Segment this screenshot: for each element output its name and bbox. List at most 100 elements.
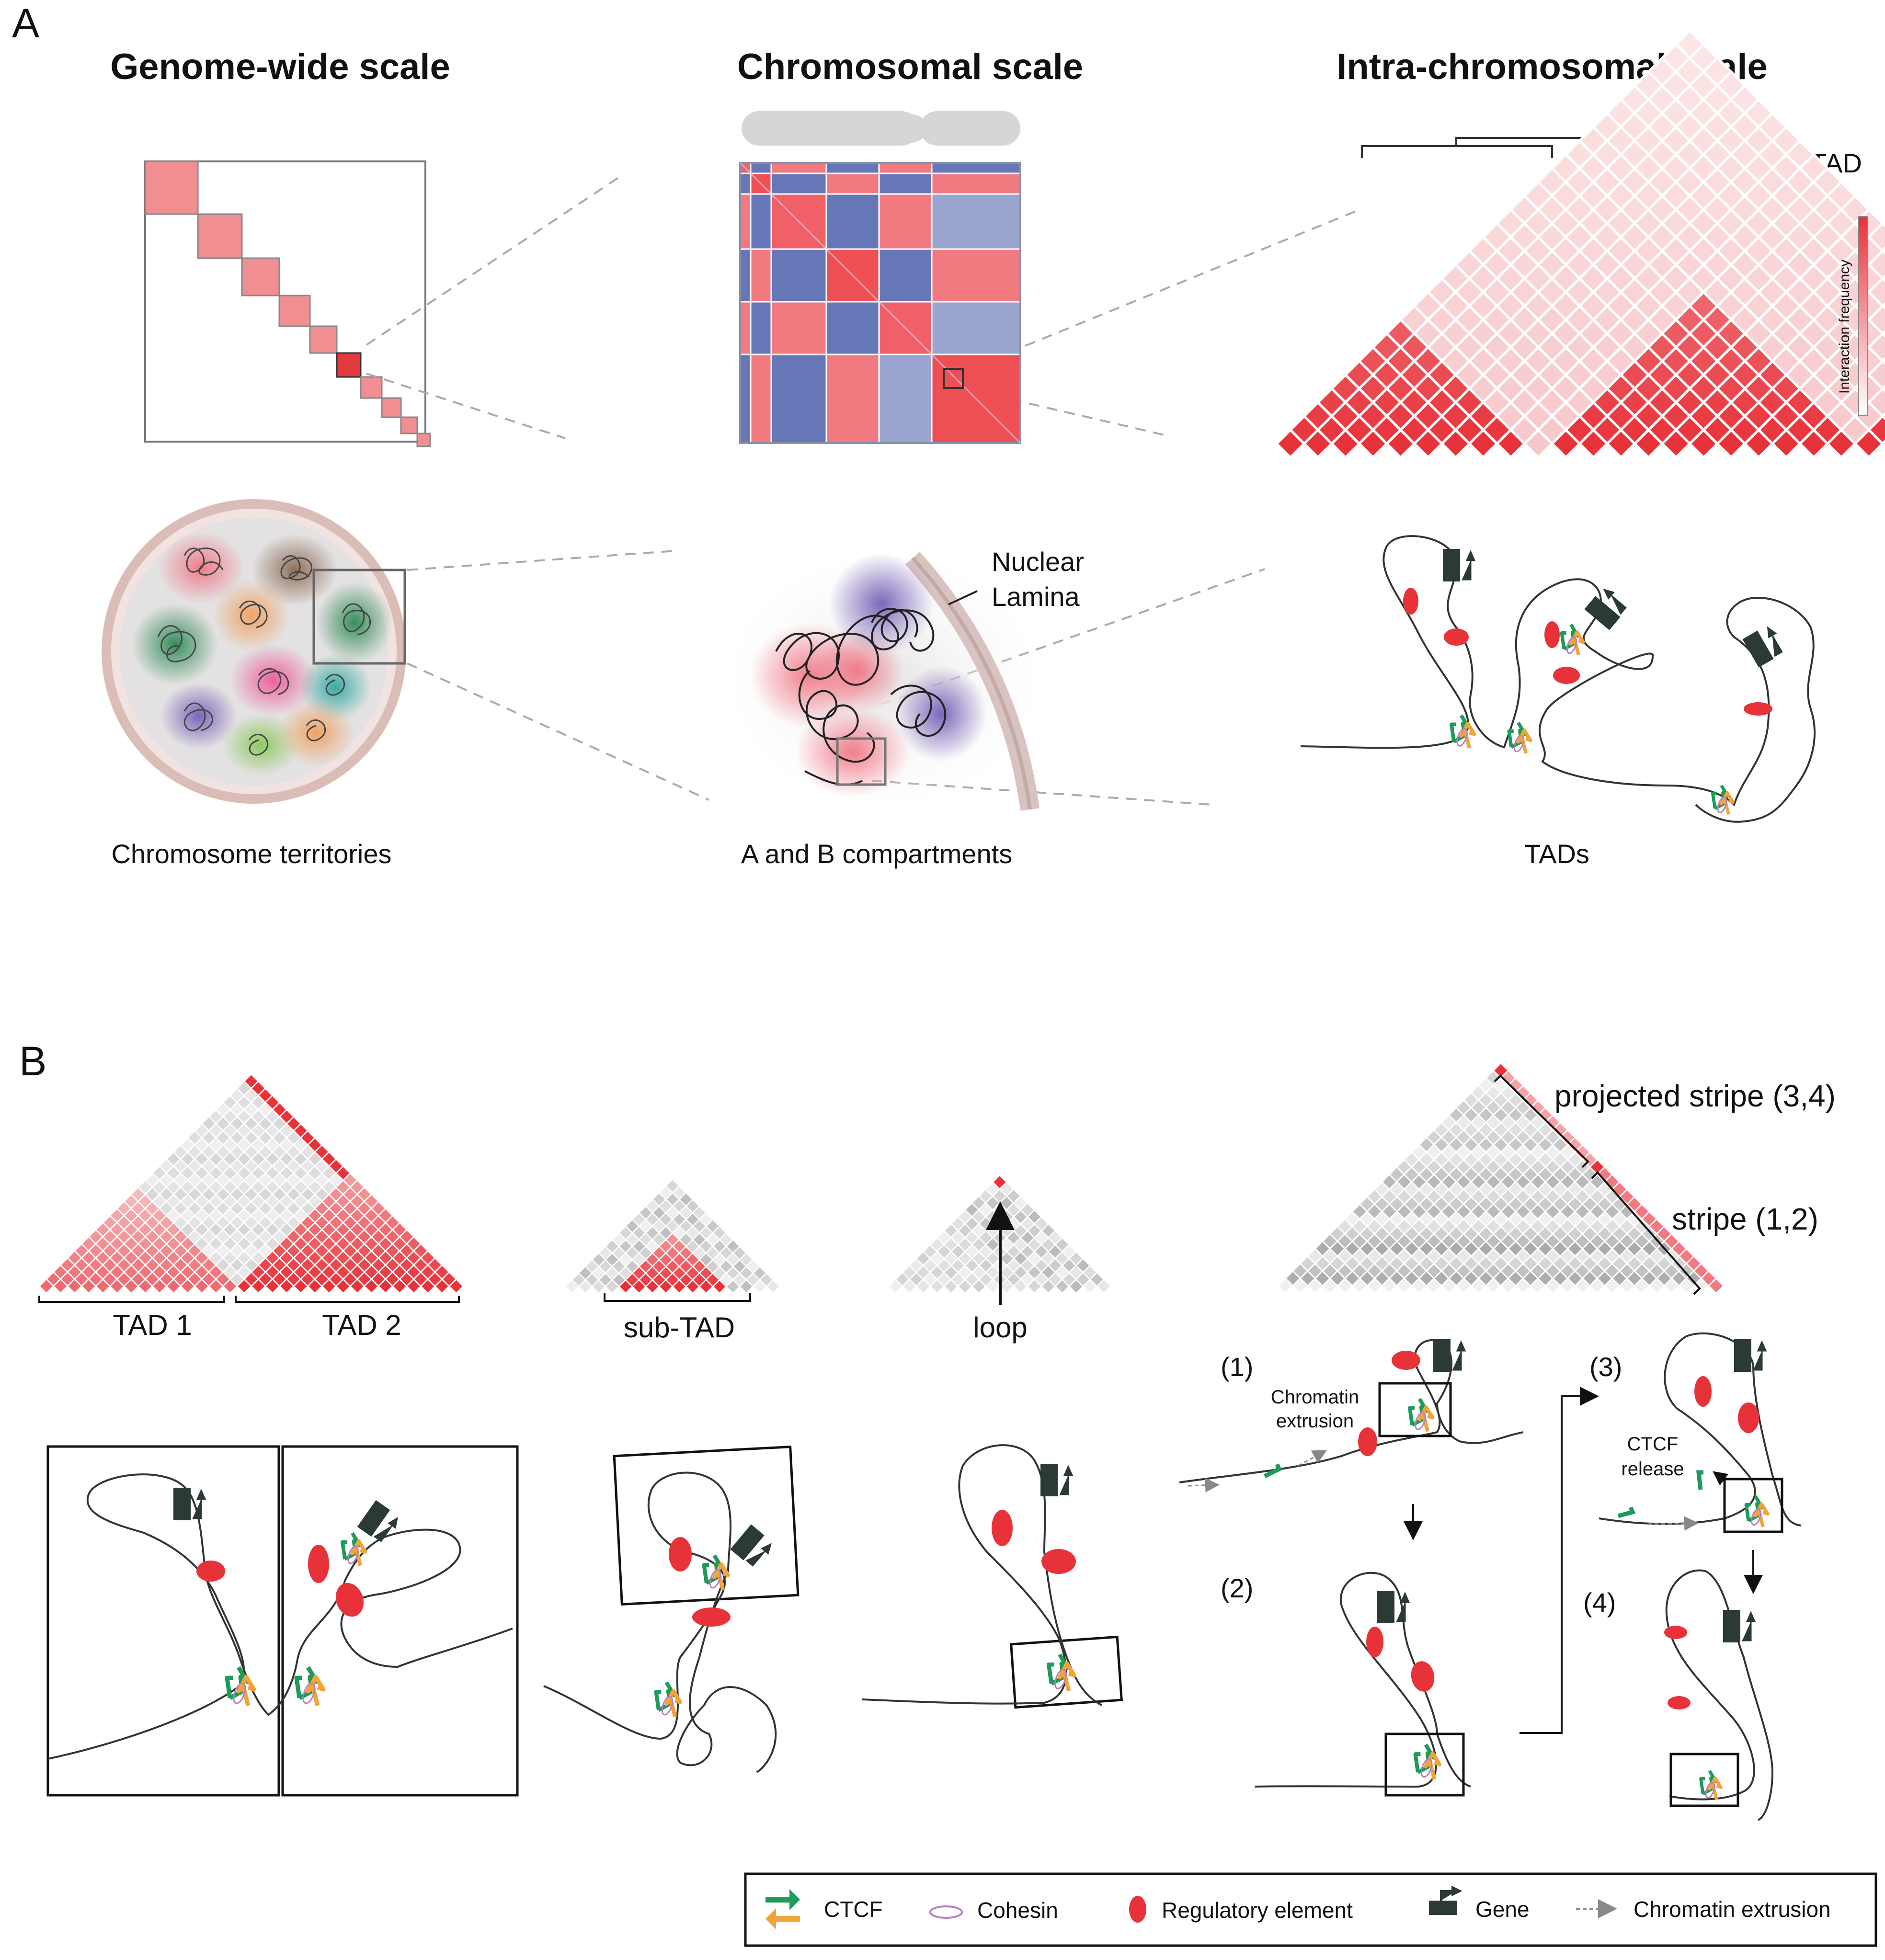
stripe-label: stripe (1,2) bbox=[1672, 1202, 1818, 1236]
compartment-cell bbox=[878, 193, 933, 250]
gene-arrow bbox=[1396, 1592, 1410, 1622]
legend-box bbox=[744, 1872, 1877, 1947]
regulatory-element bbox=[992, 1510, 1013, 1546]
compartment-cell bbox=[878, 248, 933, 303]
step-2-label: (2) bbox=[1221, 1573, 1253, 1603]
compartment-cell bbox=[878, 353, 933, 444]
gene-arrow bbox=[373, 1516, 398, 1542]
compartment-cell bbox=[770, 301, 827, 355]
ctcf-release-label-2: release bbox=[1621, 1459, 1684, 1480]
legend-icons bbox=[765, 1885, 1617, 1929]
regulatory-element bbox=[1358, 1427, 1377, 1456]
gene-body bbox=[730, 1524, 765, 1561]
gene-body bbox=[1734, 1339, 1751, 1372]
genome-wide-title: Genome-wide scale bbox=[110, 46, 450, 87]
regulatory-element bbox=[1694, 1376, 1712, 1407]
zoom-box bbox=[943, 368, 964, 389]
meta-tad-cell bbox=[1881, 357, 1885, 365]
cohesin-ring bbox=[1456, 728, 1468, 747]
regulatory-element bbox=[308, 1545, 329, 1583]
compartment-cell bbox=[770, 353, 827, 444]
compartment-cell bbox=[770, 162, 827, 174]
extrusion-arrow bbox=[1647, 1516, 1699, 1531]
legend-ctcf-orange-icon bbox=[765, 1908, 800, 1929]
nuclear-lamina-label-2: Lamina bbox=[992, 581, 1080, 612]
meta-tad-cell bbox=[1881, 329, 1885, 338]
gene-body bbox=[1377, 1591, 1394, 1623]
chromosome-block bbox=[241, 257, 280, 296]
compartment-cell bbox=[739, 353, 752, 444]
gene bbox=[1433, 1339, 1466, 1372]
chromosome-block bbox=[309, 325, 338, 354]
chromatin-extrusion-label-1: Chromatin bbox=[1271, 1387, 1359, 1408]
ctcf-orange bbox=[1753, 1502, 1770, 1527]
gene-arrow bbox=[745, 1543, 772, 1567]
ctcf-orange bbox=[1424, 1751, 1442, 1780]
compartment-cell bbox=[931, 248, 1021, 303]
regulatory-element bbox=[1392, 1351, 1420, 1370]
tad-heatmap bbox=[38, 1073, 464, 1294]
regulatory-element bbox=[692, 1607, 731, 1627]
legend-cohesin-icon bbox=[929, 1905, 963, 1919]
ctcf-orange bbox=[1417, 1405, 1435, 1432]
release-arrow bbox=[1713, 1471, 1729, 1486]
legend: CTCF Cohesin Regulatory element Gene Chr… bbox=[744, 1872, 1877, 1947]
legend-cohesin: Cohesin bbox=[977, 1898, 1058, 1923]
regulatory-element bbox=[1744, 702, 1772, 716]
ctcf-orange bbox=[1569, 630, 1585, 656]
ctcf-green bbox=[1263, 1463, 1282, 1479]
meta-tad-cell bbox=[1881, 274, 1885, 283]
gene bbox=[1040, 1464, 1074, 1496]
ctcf-green bbox=[1696, 1470, 1703, 1490]
ctcf-orange bbox=[1057, 1661, 1076, 1692]
chromosome-block bbox=[197, 213, 243, 259]
compartment-cell bbox=[878, 162, 933, 174]
chromatin-extrusion-label-2: extrusion bbox=[1276, 1411, 1354, 1432]
sub-tad-bracket bbox=[604, 1293, 751, 1302]
compartment-cell bbox=[750, 193, 772, 250]
cohesin-ring bbox=[661, 1696, 674, 1716]
stripe-heatmap bbox=[1277, 1062, 1725, 1294]
tad-1-label: TAD 1 bbox=[113, 1309, 192, 1341]
compartments-illustration bbox=[728, 551, 1040, 811]
colorbar-label: Interaction frequency bbox=[1837, 260, 1852, 394]
regulatory-element bbox=[1041, 1549, 1076, 1574]
gene-body bbox=[1433, 1339, 1451, 1372]
meta-tad-cell bbox=[1881, 247, 1885, 255]
compartment-cell bbox=[931, 301, 1021, 355]
compartment-cell bbox=[750, 353, 772, 444]
cohesin-ring bbox=[1705, 1782, 1715, 1799]
compartment-cell bbox=[739, 172, 752, 195]
tads-illustration bbox=[1300, 535, 1816, 823]
gene-body bbox=[173, 1488, 191, 1520]
loop-cell bbox=[1096, 1278, 1112, 1294]
nucleus-territories bbox=[102, 499, 406, 804]
gene bbox=[1584, 588, 1627, 630]
regulatory-element bbox=[1544, 621, 1560, 648]
compartment-cell bbox=[750, 248, 772, 303]
gene-arrow bbox=[1753, 1340, 1767, 1371]
step-4-label: (4) bbox=[1583, 1587, 1616, 1618]
gene-arrow bbox=[1742, 1611, 1756, 1641]
genome-wide-matrix bbox=[144, 160, 431, 447]
chromosomal-title: Chromosomal scale bbox=[737, 46, 1083, 87]
sub-tad-fiber bbox=[543, 1471, 777, 1773]
compartment-cell bbox=[931, 193, 1021, 250]
gene bbox=[1734, 1339, 1767, 1372]
gene-body bbox=[1040, 1464, 1058, 1496]
loop-label: loop bbox=[973, 1311, 1027, 1344]
chromosome-territories-label: Chromosome territories bbox=[111, 839, 391, 869]
gene-body bbox=[357, 1500, 390, 1537]
step-1-label: (1) bbox=[1221, 1352, 1253, 1382]
gene-arrow bbox=[1767, 626, 1783, 657]
gene bbox=[357, 1500, 398, 1542]
sub-tad-box bbox=[613, 1445, 800, 1606]
cohesin-ring bbox=[1717, 797, 1727, 813]
tad-cell bbox=[448, 1278, 464, 1294]
meta-tad-cell bbox=[1881, 384, 1885, 393]
chromosome-blocks bbox=[144, 160, 431, 447]
panel-b-letter: B bbox=[19, 1038, 46, 1084]
regulatory-element bbox=[1553, 667, 1580, 684]
regulatory-element bbox=[1366, 1627, 1383, 1657]
